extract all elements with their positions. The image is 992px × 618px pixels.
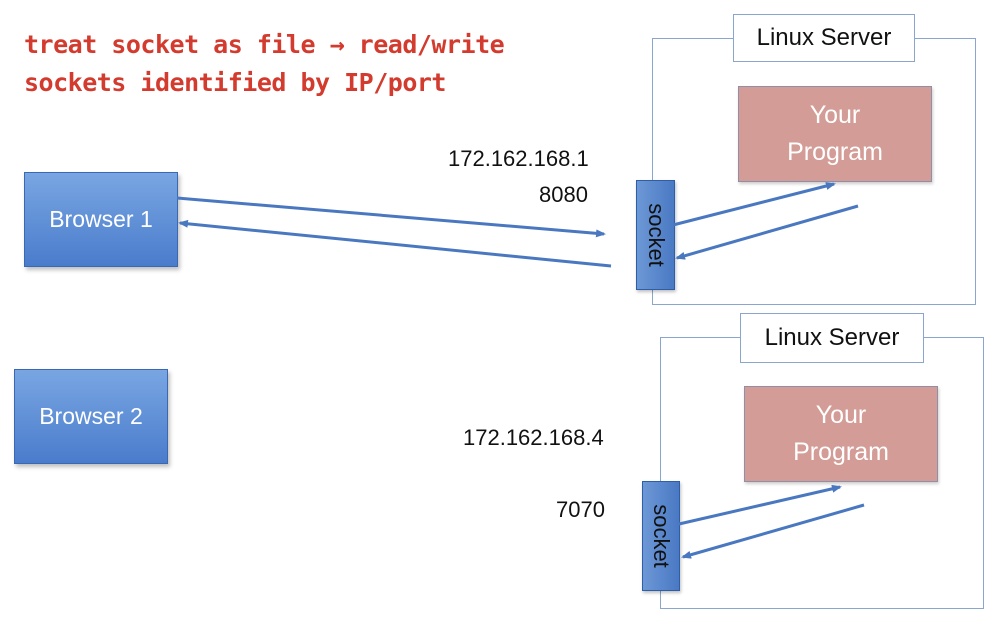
server-2-port: 7070 xyxy=(556,497,605,522)
server-2-socket: socket xyxy=(642,481,680,591)
arrow-browser1-to-socket1 xyxy=(176,196,606,238)
server-1-program-line2: Program xyxy=(787,138,883,166)
browser-2: Browser 2 xyxy=(14,369,168,464)
server-1-title: Linux Server xyxy=(733,14,915,62)
server-1-port: 8080 xyxy=(539,182,588,207)
server-1-program-line1: Your xyxy=(809,101,861,129)
server-2-program: Your Program xyxy=(744,386,938,482)
note-line-1: treat socket as file → read/write xyxy=(24,30,505,59)
arrow-socket1-to-program1 xyxy=(672,182,836,227)
server-2-program-line2: Program xyxy=(793,438,889,466)
browser-1: Browser 1 xyxy=(24,172,178,267)
server-2-title: Linux Server xyxy=(740,313,924,363)
note-line-2: sockets identified by IP/port xyxy=(24,68,447,97)
server-1-program: Your Program xyxy=(738,86,932,182)
server-1-socket: socket xyxy=(636,180,675,290)
arrow-socket1-to-browser1 xyxy=(178,219,612,268)
server-2-ip: 172.162.168.4 xyxy=(463,425,604,450)
server-1-ip: 172.162.168.1 xyxy=(448,146,589,171)
server-2-program-line1: Your xyxy=(815,401,867,429)
arrow-program1-to-socket1 xyxy=(675,204,859,260)
arrow-socket2-to-program2 xyxy=(678,484,842,526)
arrow-program2-to-socket2 xyxy=(681,503,865,559)
